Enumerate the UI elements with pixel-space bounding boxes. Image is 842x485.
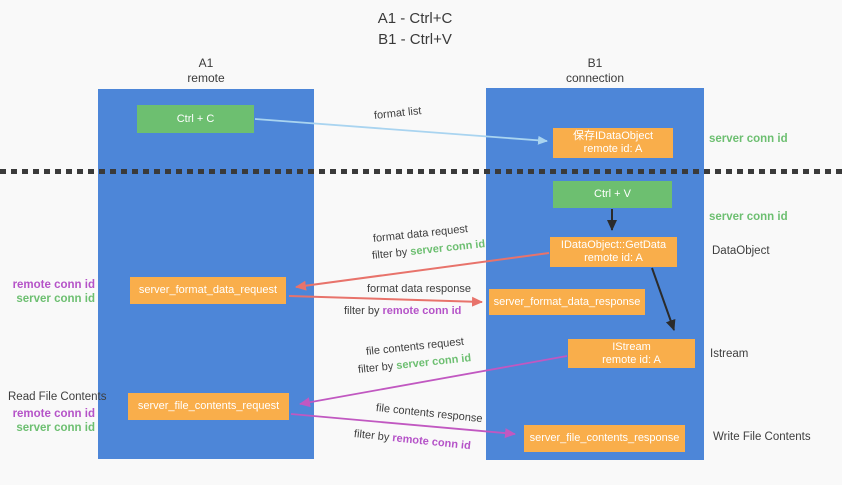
filter-by-remote-conn-id-1: filter by remote conn id bbox=[344, 305, 461, 317]
arrow-file-contents-response bbox=[290, 413, 516, 439]
filter-by-text: filter by bbox=[344, 305, 383, 317]
title-line-1: A1 - Ctrl+C bbox=[377, 10, 453, 27]
remote-conn-id-text: remote conn id bbox=[382, 305, 462, 317]
conn-id-stack-top: remote conn id server conn id bbox=[0, 278, 95, 306]
conn-id-stack-bottom: remote conn id server conn id bbox=[0, 407, 95, 435]
server-file-contents-request-box: server_file_contents_request bbox=[128, 393, 289, 420]
save-idataobject-line1: 保存IDataObject bbox=[572, 130, 654, 142]
arrow-format-list bbox=[254, 118, 548, 145]
server-conn-id-right-top: server conn id bbox=[709, 133, 788, 145]
server-format-data-request-box: server_format_data_request bbox=[130, 277, 286, 304]
istream-line2: remote id: A bbox=[602, 353, 661, 366]
save-idataobject-line2: remote id: A bbox=[583, 143, 643, 155]
arrow-format-data-response bbox=[288, 295, 483, 307]
istream-line1: IStream bbox=[612, 340, 651, 353]
server-file-contents-response-box: server_file_contents_response bbox=[524, 425, 685, 452]
title-line-2: B1 - Ctrl+V bbox=[378, 31, 452, 48]
server-format-data-response-box: server_format_data_response bbox=[489, 289, 645, 315]
server-format-data-request-label: server_format_data_request bbox=[138, 284, 278, 296]
getdata-line1: IDataObject::GetData bbox=[560, 239, 667, 251]
ctrl-v-box: Ctrl + V bbox=[553, 181, 672, 208]
ctrl-c-label: Ctrl + C bbox=[176, 112, 215, 125]
format-data-response-label: format data response bbox=[367, 283, 471, 295]
lane-a-role: remote bbox=[187, 71, 225, 85]
remote-conn-id-left-2: remote conn id bbox=[12, 408, 95, 420]
lane-b-header: B1 connection bbox=[486, 56, 704, 86]
dotted-divider bbox=[0, 169, 842, 174]
server-file-contents-response-label: server_file_contents_response bbox=[529, 432, 680, 444]
read-file-contents-label: Read File Contents bbox=[8, 391, 107, 403]
server-format-data-response-label: server_format_data_response bbox=[493, 295, 641, 308]
save-idataobject-box: 保存IDataObject remote id: A bbox=[553, 128, 673, 158]
getdata-box: IDataObject::GetData remote id: A bbox=[550, 237, 677, 267]
getdata-line2: remote id: A bbox=[584, 252, 643, 264]
server-file-contents-request-label: server_file_contents_request bbox=[137, 400, 280, 412]
arrow-getdata-to-istream bbox=[651, 267, 676, 331]
server-conn-id-left-1: server conn id bbox=[16, 293, 95, 305]
arrow-format-data-request bbox=[295, 252, 550, 291]
istream-box: IStream remote id: A bbox=[568, 339, 695, 368]
ctrl-c-box: Ctrl + C bbox=[137, 105, 254, 133]
dataobject-label: DataObject bbox=[712, 245, 770, 257]
lane-a-header: A1 remote bbox=[98, 56, 314, 86]
lane-a-name: A1 bbox=[198, 56, 214, 70]
istream-side-label: Istream bbox=[710, 348, 749, 360]
arrow-file-contents-request bbox=[299, 355, 568, 408]
diagram-title: A1 - Ctrl+C B1 - Ctrl+V bbox=[330, 8, 500, 50]
server-conn-id-left-2: server conn id bbox=[16, 422, 95, 434]
remote-conn-id-left-1: remote conn id bbox=[12, 279, 95, 291]
lane-b-role: connection bbox=[565, 71, 625, 85]
ctrl-v-label: Ctrl + V bbox=[594, 188, 631, 200]
server-conn-id-right-mid: server conn id bbox=[709, 211, 788, 223]
lane-b-name: B1 bbox=[587, 56, 603, 70]
write-file-contents-label: Write File Contents bbox=[713, 431, 811, 443]
